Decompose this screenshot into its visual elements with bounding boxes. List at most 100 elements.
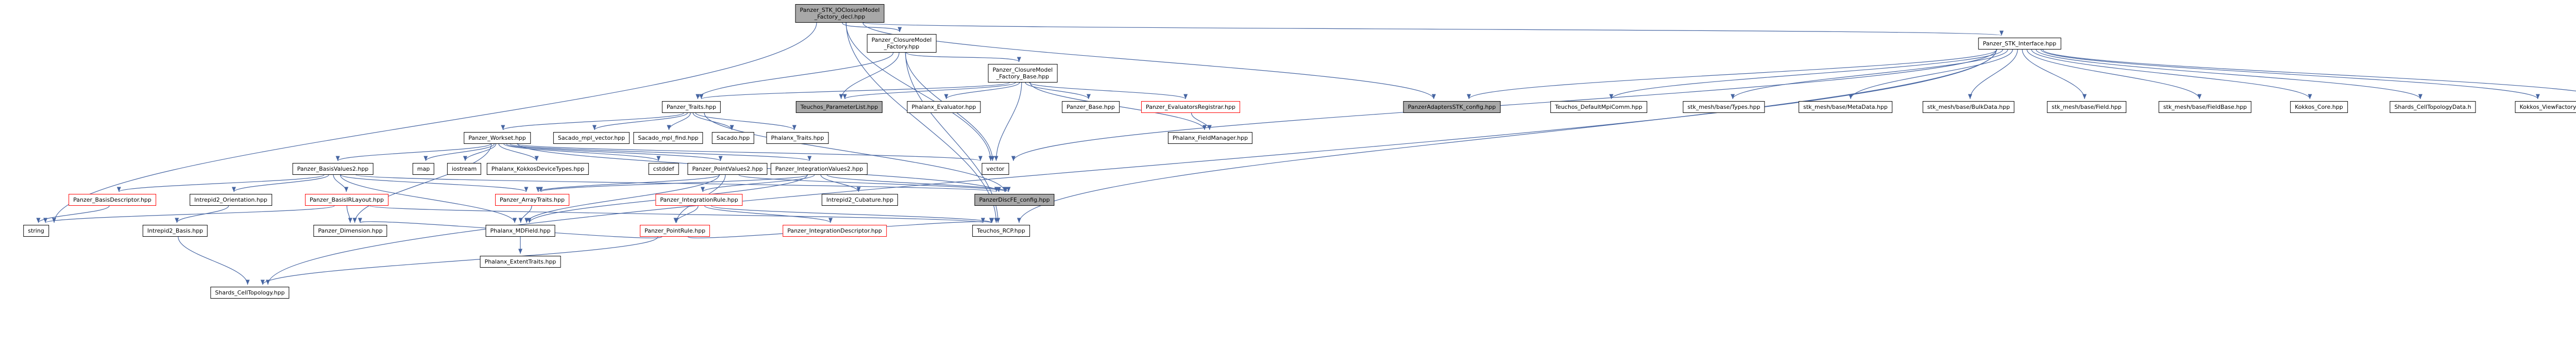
edge-workset--phx_kokkos_dev	[498, 143, 539, 161]
edge-workset--vector	[517, 143, 982, 161]
edge-basisirlayout--string	[43, 205, 335, 223]
edge-traits--phx_traits	[695, 112, 796, 130]
graph-node-phx_extent[interactable]: Phalanx_ExtentTraits.hpp	[480, 256, 561, 268]
graph-node-teuchos_pl[interactable]: Teuchos_ParameterList.hpp	[795, 101, 883, 113]
graph-node-eval_reg[interactable]: Panzer_EvaluatorsRegistrar.hpp	[1141, 101, 1240, 113]
graph-node-phx_eval[interactable]: Phalanx_Evaluator.hpp	[907, 101, 981, 113]
edge-traits--discfe_cfg	[704, 112, 1007, 192]
graph-node-intvalues2[interactable]: Panzer_IntegrationValues2.hpp	[770, 163, 868, 175]
graph-node-stk_interface[interactable]: Panzer_STK_Interface.hpp	[1978, 38, 2061, 50]
edge-basisvalues2--mdfield	[340, 174, 517, 223]
edge-workset--pointvalues2	[506, 143, 723, 161]
graph-node-basisirlayout[interactable]: Panzer_BasisIRLayout.hpp	[305, 194, 388, 206]
edge-stk_interface--stk_fieldbase	[2026, 49, 2202, 100]
edge-eval_reg--phx_fm	[1191, 112, 1212, 130]
edge-stk_interface--mpicomm	[1609, 49, 2003, 100]
edge-intvalues2--i2_cubature	[820, 174, 861, 192]
edge-intrule--intdesc	[704, 205, 833, 223]
edge-factory_base--phx_eval	[944, 82, 1020, 100]
graph-node-shards_ctd[interactable]: Shards_CellTopologyData.h	[2389, 101, 2476, 113]
graph-node-cstddef[interactable]: cstddef	[648, 163, 679, 175]
edge-intvalues2--arraytraits	[538, 174, 808, 192]
graph-node-intrule[interactable]: Panzer_IntegrationRule.hpp	[655, 194, 743, 206]
graph-node-i2_basis[interactable]: Intrepid2_Basis.hpp	[142, 225, 208, 237]
graph-node-basisdesc[interactable]: Panzer_BasisDescriptor.hpp	[69, 194, 156, 206]
edge-factory_base--teuchos_pl	[842, 82, 1016, 100]
graph-node-i2_orient[interactable]: Intrepid2_Orientation.hpp	[190, 194, 272, 206]
edge-stk_interface--stk_meta	[1849, 49, 2013, 100]
graph-node-stk_types[interactable]: stk_mesh/base/Types.hpp	[1683, 101, 1765, 113]
edge-factory_base--base	[1025, 82, 1091, 100]
edge-stk_interface--shards_ct	[266, 49, 1997, 285]
edge-stk_interface--stk_bulk	[1968, 49, 2018, 100]
graph-node-mpicomm[interactable]: Teuchos_DefaultMpiComm.hpp	[1550, 101, 1647, 113]
graph-node-stk_field[interactable]: stk_mesh/base/Field.hpp	[2047, 101, 2126, 113]
graph-node-adapters_cfg[interactable]: PanzerAdaptersSTK_config.hpp	[1403, 101, 1501, 113]
graph-node-sacado[interactable]: Sacado.hpp	[711, 132, 755, 144]
edge-decl--vector	[845, 22, 993, 161]
graph-node-traits[interactable]: Panzer_Traits.hpp	[662, 101, 721, 113]
graph-node-discfe_cfg[interactable]: PanzerDiscFE_config.hpp	[974, 194, 1055, 206]
graph-node-shards_ct[interactable]: Shards_CellTopology.hpp	[210, 287, 290, 299]
graph-node-phx_kokkos_dev[interactable]: Phalanx_KokkosDeviceTypes.hpp	[486, 163, 589, 175]
edge-decl--teuchos_rcp	[845, 22, 998, 223]
edge-decl--factory	[842, 22, 902, 32]
edge-workset--iostream	[463, 143, 497, 161]
edge-intrule--pointrule	[673, 205, 699, 223]
edge-i2_orient--i2_basis	[175, 205, 229, 223]
edge-stk_interface--stk_types	[1731, 49, 2008, 100]
graph-node-sacado_find[interactable]: Sacado_mpl_find.hpp	[633, 132, 703, 144]
edge-stk_interface--unordered_map	[2042, 49, 2576, 92]
edge-workset--map	[423, 143, 495, 161]
graph-node-pointrule[interactable]: Panzer_PointRule.hpp	[639, 225, 710, 237]
edge-basisdesc--string	[36, 205, 110, 223]
edge-intvalues2--intrule	[701, 174, 815, 192]
graph-node-stk_bulk[interactable]: stk_mesh/base/BulkData.hpp	[1922, 101, 2015, 113]
graph-node-map[interactable]: map	[412, 163, 435, 175]
graph-node-kokkos_core[interactable]: Kokkos_Core.hpp	[2290, 101, 2348, 113]
edge-factory--teuchos_pl	[839, 52, 900, 100]
graph-node-workset[interactable]: Panzer_Workset.hpp	[464, 132, 531, 144]
graph-node-phx_traits[interactable]: Phalanx_Traits.hpp	[766, 132, 829, 144]
graph-node-mdfield[interactable]: Phalanx_MDField.hpp	[485, 225, 555, 237]
graph-node-base[interactable]: Panzer_Base.hpp	[1062, 101, 1120, 113]
edge-traits--sacado_find	[667, 112, 691, 130]
edge-arraytraits--mdfield	[518, 205, 532, 223]
edge-factory--traits	[696, 52, 894, 100]
graph-node-factory[interactable]: Panzer_ClosureModel _Factory.hpp	[867, 34, 937, 53]
graph-node-sacado_vec[interactable]: Sacado_mpl_vector.hpp	[553, 132, 630, 144]
edge-stk_interface--kokkos_vf	[2040, 49, 2540, 100]
graph-node-pointvalues2[interactable]: Panzer_PointValues2.hpp	[687, 163, 768, 175]
graph-node-stk_meta[interactable]: stk_mesh/base/MetaData.hpp	[1799, 101, 1892, 113]
edge-factory_base--vector	[994, 82, 1022, 161]
graph-node-teuchos_rcp[interactable]: Teuchos_RCP.hpp	[972, 225, 1030, 237]
edge-basisvalues2--basisdesc	[117, 174, 325, 192]
edge-stk_interface--shards_ctd	[2036, 49, 2422, 100]
graph-node-vector[interactable]: vector	[981, 163, 1009, 175]
edge-decl--string	[52, 22, 817, 223]
edge-stk_interface--vector	[1011, 49, 1997, 161]
edge-basisvalues2--basisirlayout	[333, 174, 349, 192]
graph-node-iostream[interactable]: iostream	[447, 163, 482, 175]
graph-node-phx_fm[interactable]: Phalanx_FieldManager.hpp	[1167, 132, 1253, 144]
graph-node-factory_base[interactable]: Panzer_ClosureModel _Factory_Base.hpp	[988, 64, 1058, 83]
edge-factory_base--eval_reg	[1029, 82, 1188, 100]
edge-stk_interface--stk_field	[2022, 49, 2087, 100]
graph-node-intdesc[interactable]: Panzer_IntegrationDescriptor.hpp	[783, 225, 887, 237]
edge-workset--dimension	[352, 143, 492, 223]
edge-pointrule--shards_ct	[260, 236, 658, 285]
graph-node-dimension[interactable]: Panzer_Dimension.hpp	[313, 225, 387, 237]
graph-node-i2_cubature[interactable]: Intrepid2_Cubature.hpp	[821, 194, 899, 206]
graph-node-kokkos_vf[interactable]: Kokkos_ViewFactory.hpp	[2515, 101, 2576, 113]
edge-basisirlayout--dimension	[346, 205, 352, 223]
graph-node-basisvalues2[interactable]: Panzer_BasisValues2.hpp	[292, 163, 374, 175]
graph-node-decl[interactable]: Panzer_STK_IOClosureModel _Factory_decl.…	[795, 4, 885, 23]
edge-basisvalues2--arraytraits	[340, 174, 529, 192]
graph-node-arraytraits[interactable]: Panzer_ArrayTraits.hpp	[495, 194, 569, 206]
graph-node-stk_fieldbase[interactable]: stk_mesh/base/FieldBase.hpp	[2158, 101, 2252, 113]
edge-basisvalues2--i2_orient	[231, 174, 329, 192]
graph-node-string[interactable]: string	[23, 225, 49, 237]
